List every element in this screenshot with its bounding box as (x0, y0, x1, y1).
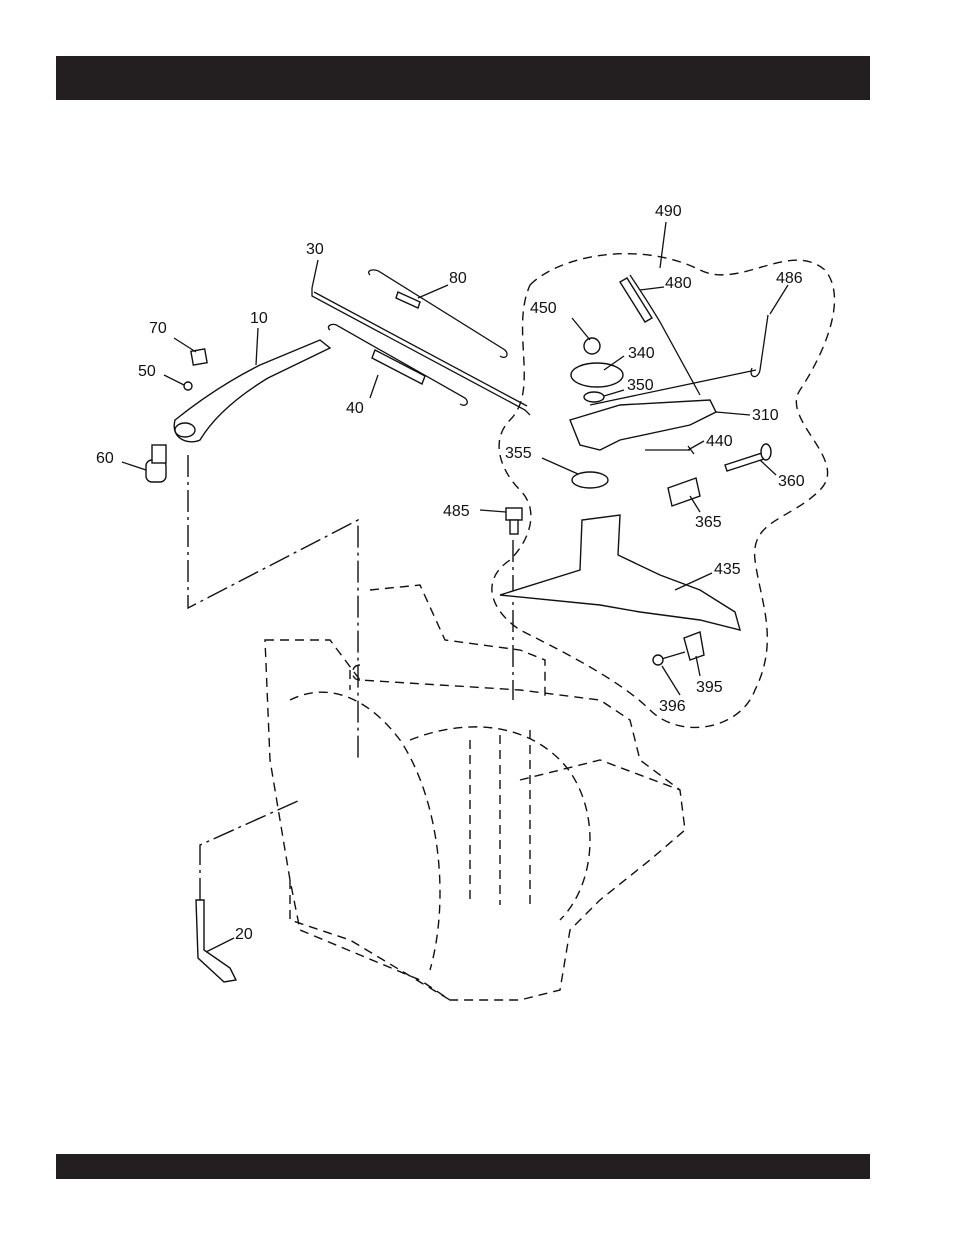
part-60-knob (146, 445, 166, 482)
part-70-nut (191, 349, 207, 365)
callout-30: 30 (306, 241, 324, 258)
callout-490: 490 (655, 203, 682, 220)
callout-70: 70 (149, 320, 167, 337)
callout-395: 395 (696, 679, 723, 696)
callout-485: 485 (443, 503, 470, 520)
callout-80: 80 (449, 270, 467, 287)
callout-360: 360 (778, 473, 805, 490)
callout-labels: 490 30 80 480 486 70 10 450 340 50 350 3… (96, 203, 805, 943)
callout-450: 450 (530, 300, 557, 317)
part-365-spring (668, 478, 700, 506)
callout-480: 480 (665, 275, 692, 292)
callout-310: 310 (752, 407, 779, 424)
callout-355: 355 (505, 445, 532, 462)
callout-396: 396 (659, 698, 686, 715)
callout-365: 365 (695, 514, 722, 531)
part-80-spring (369, 270, 507, 358)
engine-block (265, 585, 685, 1000)
callout-440: 440 (706, 433, 733, 450)
callout-340: 340 (628, 345, 655, 362)
part-440-screw (645, 446, 694, 454)
part-20-rod (196, 900, 236, 982)
part-30-rod (312, 288, 530, 415)
part-50-clip (184, 382, 192, 390)
part-396-screw (653, 652, 685, 665)
part-485-bolt (506, 508, 522, 534)
callout-10: 10 (250, 310, 268, 327)
callout-40: 40 (346, 400, 364, 417)
callout-60: 60 (96, 450, 114, 467)
part-435-bracket (500, 515, 740, 630)
part-395-clamp (684, 632, 704, 660)
footer-bar (56, 1154, 870, 1179)
callout-350: 350 (627, 377, 654, 394)
callout-50: 50 (138, 363, 156, 380)
control-cluster (570, 275, 768, 488)
callout-435: 435 (714, 561, 741, 578)
callout-486: 486 (776, 270, 803, 287)
assembly-490-outline (492, 254, 835, 728)
callout-20: 20 (235, 926, 253, 943)
